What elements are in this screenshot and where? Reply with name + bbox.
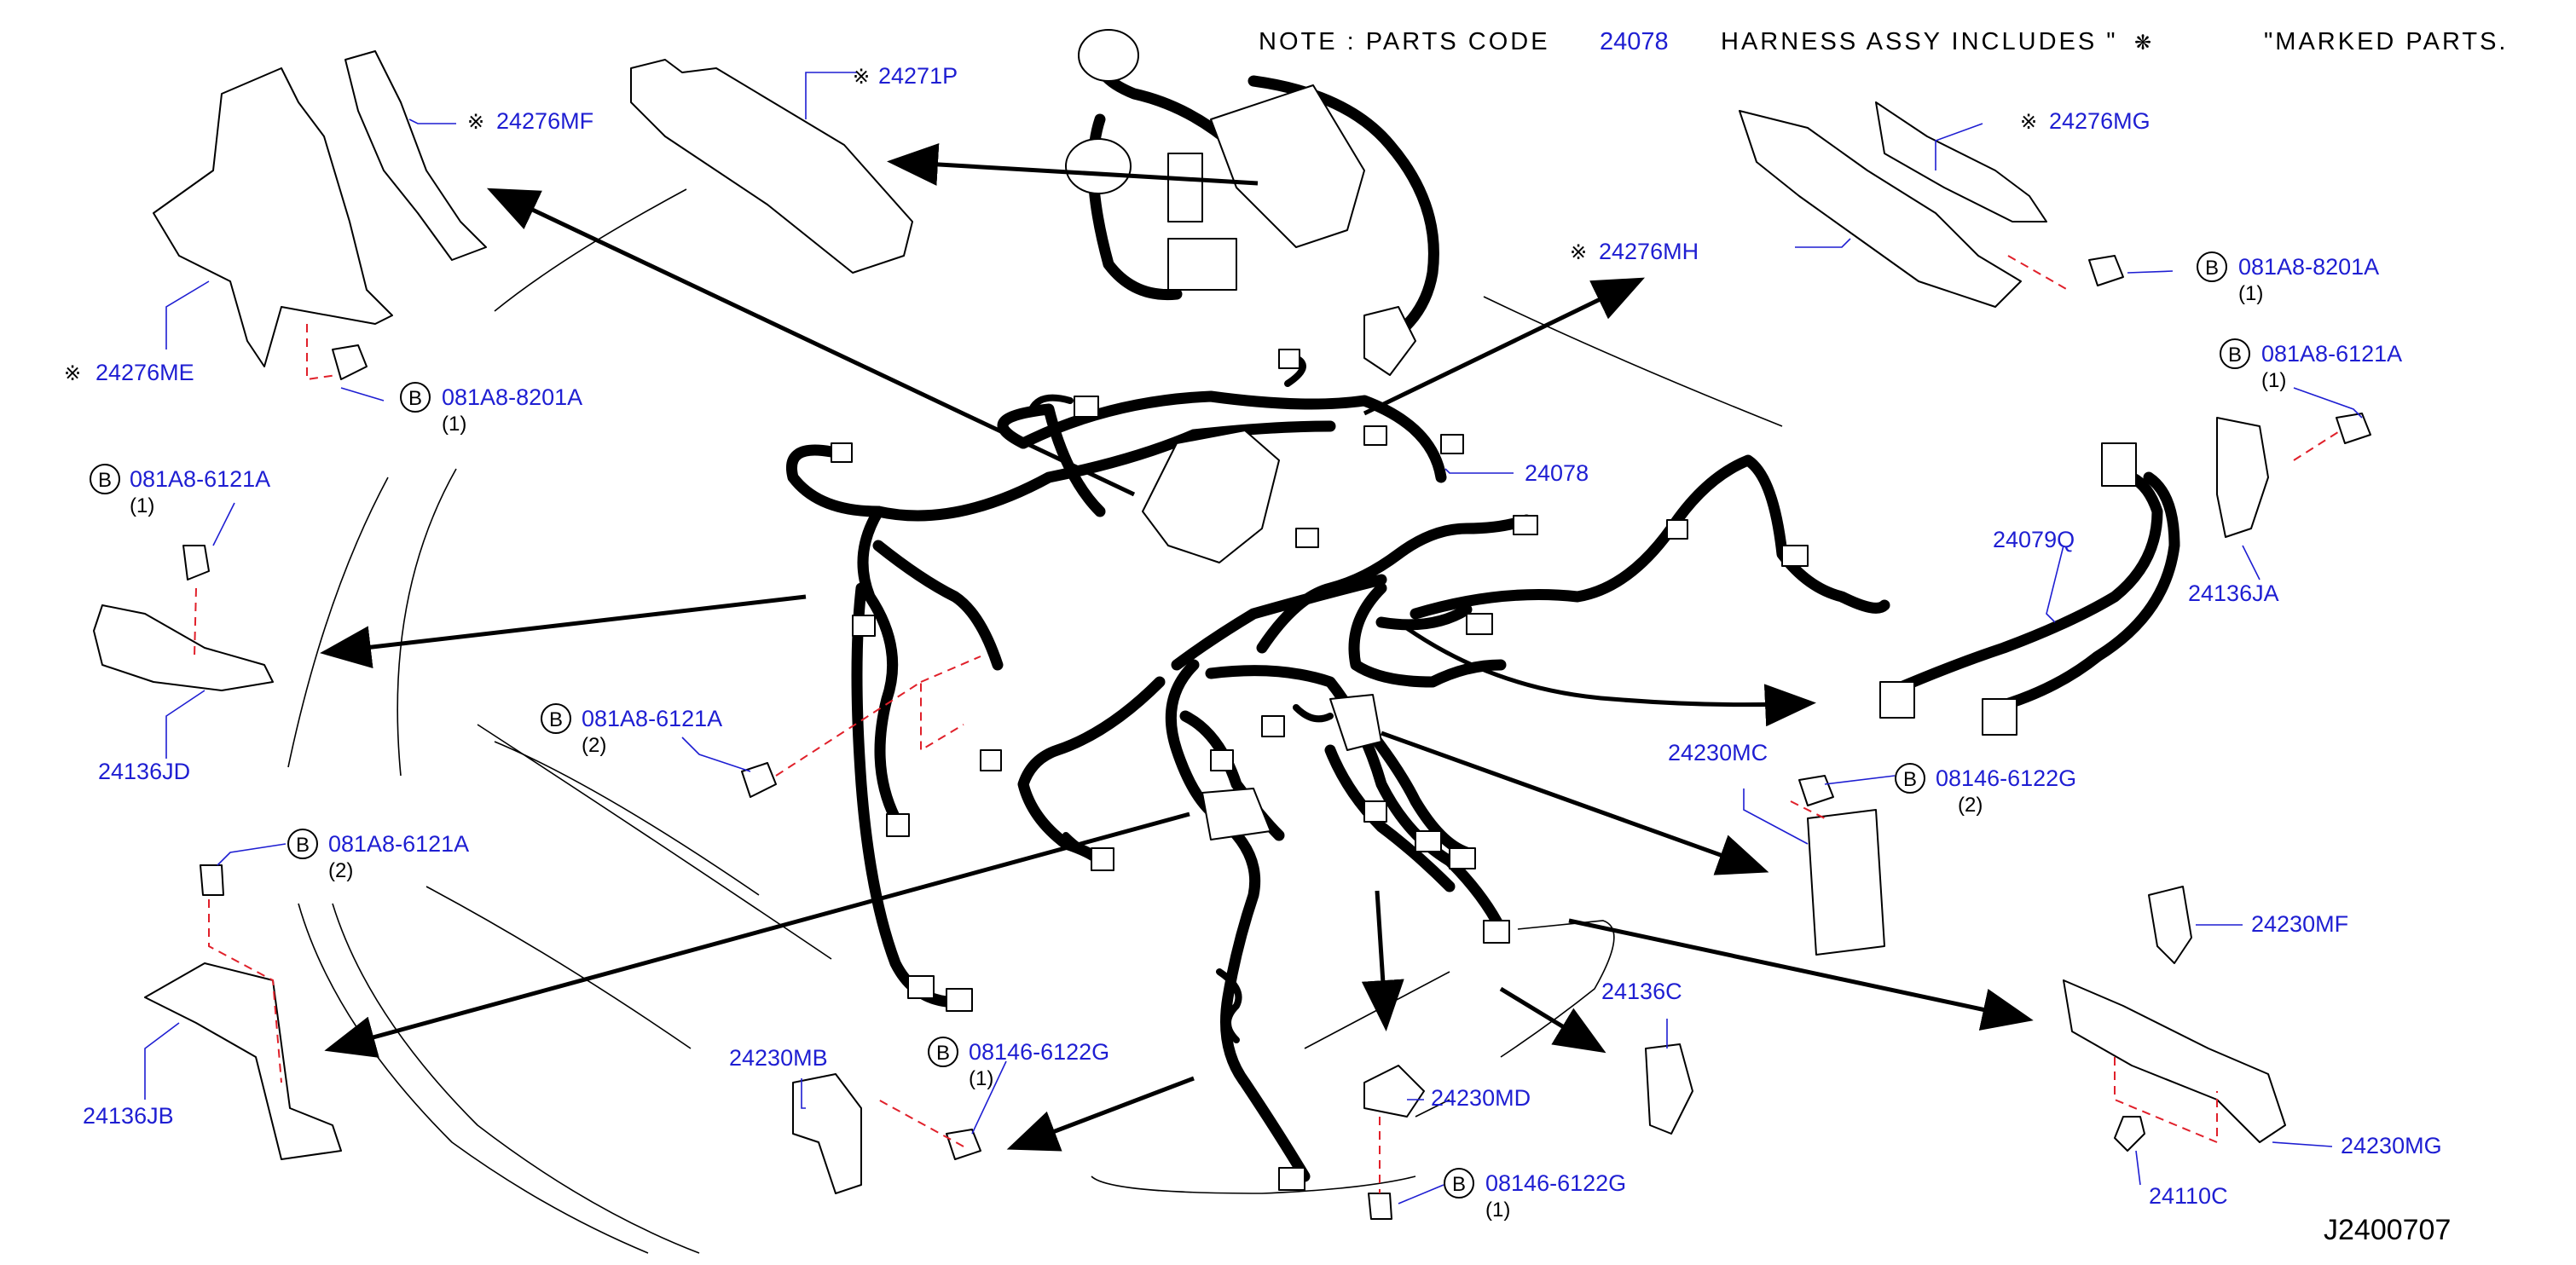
bolt-qty-md: (1)	[1485, 1199, 1510, 1222]
diagram-id: J2400707	[2324, 1214, 2451, 1246]
svg-text:B: B	[1903, 768, 1917, 791]
direction-arrows	[320, 142, 2034, 1152]
bolt-badge	[2197, 251, 2227, 282]
bolt-code-top-left: 081A8-8201A	[442, 384, 582, 410]
bolt-qty-left-upper: (1)	[130, 494, 154, 517]
label-24276me: 24276ME	[96, 360, 194, 385]
vehicle-body-outline	[287, 188, 1783, 1254]
bolt-code-mc: 08146-6122G	[1936, 765, 2076, 791]
bolt-qty-mc: (2)	[1958, 794, 1983, 817]
main-harness-24078	[786, 45, 1890, 1191]
bolt-code-center-left: 081A8-6121A	[582, 706, 722, 731]
svg-text:B: B	[2228, 344, 2242, 367]
label-24079q: 24079Q	[1993, 527, 2075, 552]
label-24136jd: 24136JD	[98, 759, 190, 784]
label-24110c: 24110C	[2149, 1183, 2228, 1209]
note-middle: HARNESS ASSY INCLUDES "	[1721, 28, 2118, 55]
callouts: ※ 24271P ※ 24276MF ※ 24276ME ※ 24276MG ※…	[64, 63, 2442, 1209]
bolt-qty-top-right: (1)	[2238, 282, 2263, 305]
bolt-qty-center-left: (2)	[582, 734, 606, 757]
label-24230mb: 24230MB	[729, 1045, 828, 1071]
label-24078: 24078	[1525, 460, 1589, 486]
svg-text:B: B	[98, 469, 112, 492]
label-24230mf: 24230MF	[2251, 911, 2348, 937]
bolt-qty-left-lower: (2)	[328, 859, 353, 882]
svg-text:B: B	[1452, 1173, 1466, 1196]
bolt-badge	[541, 703, 571, 734]
mark-24276me: ※	[64, 361, 81, 385]
bolt-badge	[1895, 763, 1925, 794]
label-24271p: 24271P	[878, 63, 958, 89]
bolt-code-left-lower: 081A8-6121A	[328, 831, 469, 857]
label-24136jb: 24136JB	[83, 1103, 174, 1129]
bolt-qty-top-left: (1)	[442, 413, 466, 436]
bolt-badge	[1444, 1168, 1474, 1199]
label-24276mf: 24276MF	[496, 108, 593, 134]
bolt-code-mb: 08146-6122G	[969, 1039, 1109, 1065]
bolt-badge	[928, 1037, 958, 1067]
mark-24271p: ※	[853, 65, 870, 89]
bolt-code-top-right: 081A8-8201A	[2238, 254, 2379, 280]
bolt-code-left-upper: 081A8-6121A	[130, 466, 270, 492]
bolt-badge	[287, 829, 318, 859]
bolt-badge	[2220, 338, 2250, 369]
bolt-qty-mb: (1)	[969, 1067, 993, 1090]
bolt-callouts: B 081A8-8201A (1) B 081A8-8201A (1) B 08…	[90, 251, 2402, 1222]
svg-text:B: B	[408, 387, 422, 410]
bolt-code-right-bracket: 081A8-6121A	[2261, 341, 2402, 367]
mark-24276mf: ※	[467, 110, 484, 134]
mark-24276mh: ※	[1570, 240, 1587, 264]
label-24230md: 24230MD	[1431, 1085, 1531, 1111]
sub-harness-24079q	[1879, 442, 2180, 736]
bolt-badge	[400, 382, 431, 413]
bolt-qty-right-bracket: (1)	[2261, 369, 2286, 392]
mark-24276mg: ※	[2020, 110, 2037, 134]
label-24276mh: 24276MH	[1599, 239, 1699, 264]
svg-text:B: B	[936, 1042, 950, 1065]
svg-text:B: B	[296, 834, 310, 857]
label-24230mc: 24230MC	[1668, 740, 1768, 765]
label-24136ja: 24136JA	[2188, 581, 2279, 606]
label-24136c: 24136C	[1601, 979, 1682, 1004]
label-24276mg: 24276MG	[2049, 108, 2151, 134]
label-24230mg: 24230MG	[2341, 1133, 2442, 1158]
svg-text:B: B	[2205, 257, 2219, 280]
dashed-guides	[194, 255, 2342, 1193]
parts-note: NOTE : PARTS CODE 24078 HARNESS ASSY INC…	[1259, 28, 2509, 55]
note-code: 24078	[1600, 28, 1669, 55]
note-prefix: NOTE : PARTS CODE	[1259, 28, 1550, 55]
loose-parts	[93, 29, 2371, 1220]
svg-text:B: B	[549, 708, 563, 731]
leader-lines	[144, 72, 2363, 1204]
bolt-badge	[90, 464, 120, 494]
note-symbol: ❋	[2134, 31, 2151, 55]
note-suffix: "MARKED PARTS.	[2264, 28, 2509, 55]
bolt-code-md: 08146-6122G	[1485, 1170, 1626, 1196]
